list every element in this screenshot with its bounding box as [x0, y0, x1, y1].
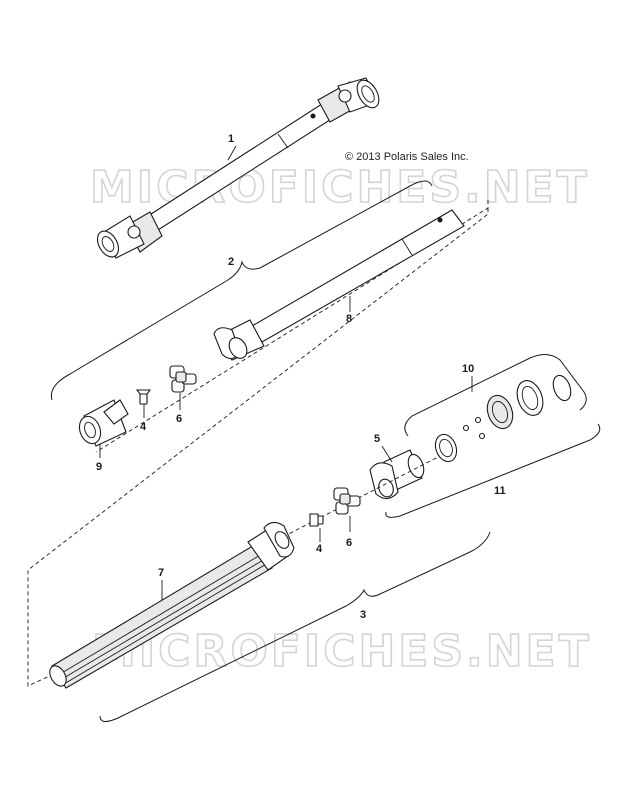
part-7-splined-shaft	[49, 521, 295, 689]
callout-2: 2	[228, 256, 234, 268]
callout-4a: 4	[140, 421, 147, 433]
part-6-u-joint-lower	[333, 487, 361, 515]
part-6-u-joint-upper	[169, 365, 197, 393]
callout-4b: 4	[316, 543, 323, 555]
callout-10: 10	[462, 363, 474, 375]
watermark-bottom: MICROFICHES.NET	[92, 626, 592, 677]
dashed-outline-lower	[27, 208, 489, 687]
callout-7: 7	[158, 567, 164, 579]
callout-6b: 6	[346, 537, 352, 549]
callout-11: 11	[494, 485, 506, 497]
part-4-grease-fitting-upper	[135, 389, 152, 405]
callout-8: 8	[346, 313, 352, 325]
part-9-yoke	[78, 399, 129, 447]
copyright-text: © 2013 Polaris Sales Inc.	[345, 151, 469, 163]
brace-item-2	[50, 180, 433, 401]
callout-9: 9	[96, 461, 102, 473]
part-1-prop-shaft-assembly	[96, 77, 380, 259]
part-5-slip-yoke	[369, 449, 425, 500]
outline-items-10-11	[404, 354, 587, 437]
outline-item-11	[385, 423, 601, 518]
brace-item-3	[99, 531, 491, 722]
callout-5: 5	[374, 433, 380, 445]
leader-1	[227, 145, 237, 161]
part-10-ring-set	[434, 374, 572, 463]
callout-1: 1	[228, 133, 234, 145]
part-4-grease-fitting-lower	[309, 513, 324, 527]
part-8-tube-yoke	[213, 209, 465, 361]
callout-3: 3	[360, 609, 366, 621]
callout-6a: 6	[176, 413, 182, 425]
leader-5	[381, 445, 393, 463]
